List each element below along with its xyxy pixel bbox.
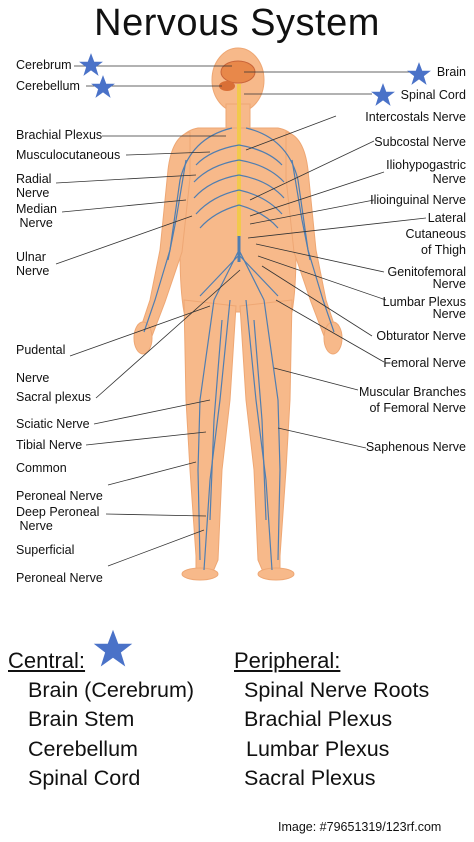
cerebrum-star-icon xyxy=(79,53,103,76)
label-spinal-cord: Spinal Cord xyxy=(400,88,466,102)
central-star-icon xyxy=(93,629,133,667)
label-sciatic-nerve: Sciatic Nerve xyxy=(16,417,90,431)
label-obturator-nerve: Obturator Nerve xyxy=(376,329,466,343)
label-musculocutaneous: Musculocutaneous xyxy=(16,148,121,162)
left-foot-shape xyxy=(181,567,219,581)
peripheral-item: Brachial Plexus xyxy=(244,707,393,731)
label-subcostal-nerve: Subcostal Nerve xyxy=(374,135,466,149)
label-tibial-nerve: Tibial Nerve xyxy=(16,438,83,452)
central-item: Brain Stem xyxy=(28,707,135,731)
brain-star-icon xyxy=(407,62,431,85)
cerebellum-star-icon xyxy=(91,75,115,98)
left-hand-shape xyxy=(133,321,153,355)
cerebellum-shape xyxy=(219,81,235,91)
right-leg-shape xyxy=(239,299,293,575)
peripheral-item: Lumbar Plexus xyxy=(246,737,390,761)
peripheral-item: Sacral Plexus xyxy=(244,766,376,790)
central-item: Brain (Cerebrum) xyxy=(28,678,195,702)
body-diagram xyxy=(55,47,427,581)
label-intercostals-nerve: Intercostals Nerve xyxy=(365,110,466,124)
label-deep-peroneal-nerve: Deep Peroneal Nerve xyxy=(16,505,100,533)
left-leg-shape xyxy=(183,299,237,575)
right-foot-shape xyxy=(257,567,295,581)
spinal-cord-star-icon xyxy=(371,83,395,106)
nerve-network xyxy=(143,127,335,571)
image-credit: Image: #79651319/123rf.com xyxy=(278,820,442,834)
label-femoral-nerve: Femoral Nerve xyxy=(383,356,466,370)
page-title: Nervous System xyxy=(94,2,380,44)
label-saphenous-nerve: Saphenous Nerve xyxy=(365,440,466,454)
label-sacral-plexus: Sacral plexus xyxy=(16,390,92,404)
label-median-nerve: Median Nerve xyxy=(16,202,57,230)
label-brain: Brain xyxy=(436,65,466,79)
label-cerebrum: Cerebrum xyxy=(16,58,72,72)
central-heading: Central: xyxy=(8,648,86,673)
peripheral-heading: Peripheral: xyxy=(234,648,341,673)
label-ilioinguinal-nerve: Ilioinguinal Nerve xyxy=(370,193,466,207)
central-item: Spinal Cord xyxy=(28,766,141,790)
label-brachial-plexus: Brachial Plexus xyxy=(16,128,103,142)
label-cerebellum: Cerebellum xyxy=(16,79,80,93)
peripheral-item: Spinal Nerve Roots xyxy=(244,678,430,702)
central-item: Cerebellum xyxy=(28,737,138,761)
leader-lines xyxy=(55,65,427,567)
right-hand-shape xyxy=(323,321,343,355)
